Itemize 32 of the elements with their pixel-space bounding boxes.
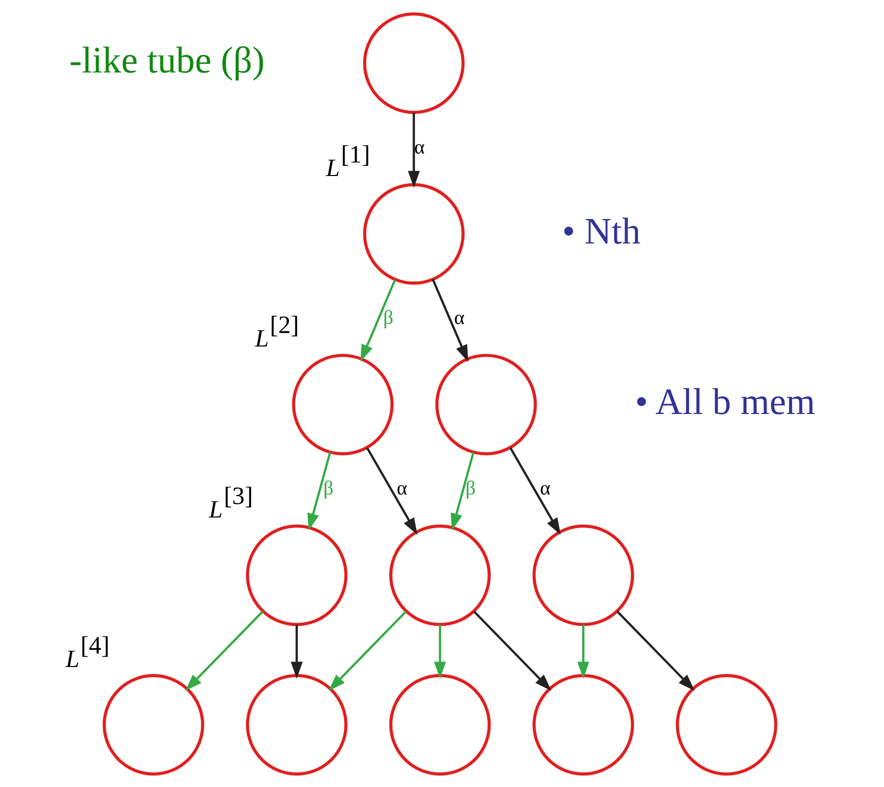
arrow [508, 446, 560, 534]
arrow [360, 278, 396, 362]
edge-label: β [382, 306, 393, 328]
arrow [472, 610, 551, 690]
node-circle [292, 353, 394, 455]
arrow [290, 624, 302, 678]
arrow [184, 610, 264, 690]
arrow [450, 451, 474, 530]
label: • Nth [562, 210, 640, 252]
node-circle [388, 524, 490, 626]
node-circle [362, 12, 464, 114]
node-circle [245, 524, 347, 626]
node-circle [362, 182, 464, 284]
label: -like tube (β) [68, 40, 264, 82]
node-circle [434, 353, 536, 455]
arrow [306, 451, 331, 530]
label: • All b mem [634, 381, 815, 422]
arrow [434, 624, 446, 678]
edge-label: α [454, 306, 464, 328]
edge-label: α [414, 136, 424, 158]
node-circle [532, 524, 634, 626]
arrow [616, 610, 694, 690]
node-circle [388, 674, 490, 776]
edge-label: β [322, 477, 334, 500]
edge-label: β [464, 477, 476, 500]
arrow [576, 624, 589, 678]
arrow [407, 112, 420, 188]
edge-label: α [396, 477, 407, 500]
edge-label: α [540, 477, 550, 500]
arrow [366, 446, 417, 534]
arrow [328, 610, 406, 690]
arrow [431, 278, 468, 362]
